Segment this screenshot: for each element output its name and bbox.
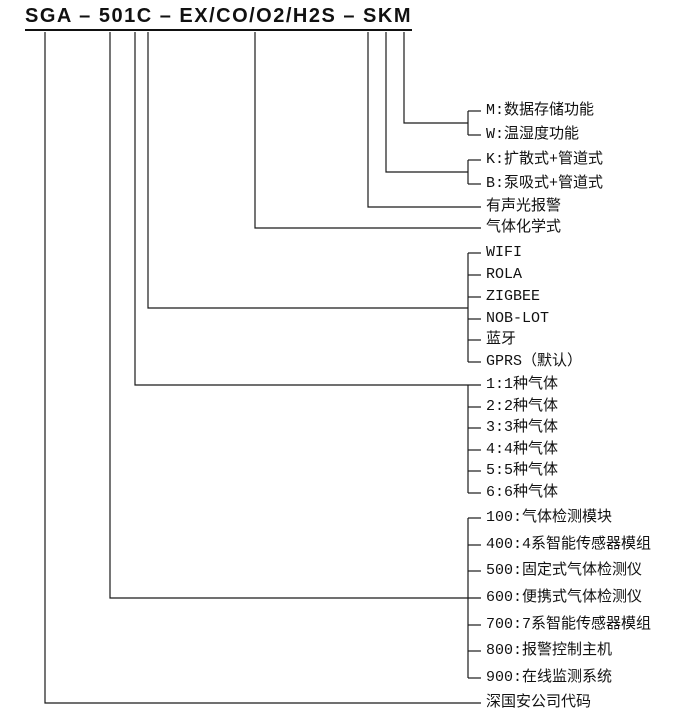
legend-gprs-default: GPRS（默认） bbox=[486, 353, 583, 370]
legend-series-100: 100:气体检测模块 bbox=[486, 509, 613, 526]
branch-alarm bbox=[367, 32, 481, 208]
legend-company-code: 深国安公司代码 bbox=[486, 694, 592, 711]
branch-function-option bbox=[403, 32, 481, 136]
model-code-title: SGA – 501C – EX/CO/O2/H2S – SKM bbox=[25, 5, 412, 31]
legend-gas-count-6: 6:6种气体 bbox=[486, 484, 559, 501]
branch-gas-formula bbox=[254, 32, 481, 229]
legend-gas-count-2: 2:2种气体 bbox=[486, 398, 559, 415]
legend-gas-count-1: 1:1种气体 bbox=[486, 376, 559, 393]
legend-b-pump-duct: B:泵吸式+管道式 bbox=[486, 175, 604, 192]
branch-connectivity bbox=[147, 32, 481, 363]
legend-series-600: 600:便携式气体检测仪 bbox=[486, 589, 643, 606]
legend-w-temp-humidity: W:温湿度功能 bbox=[486, 126, 580, 143]
legend-series-900: 900:在线监测系统 bbox=[486, 669, 613, 686]
legend-m-data-storage: M:数据存储功能 bbox=[486, 102, 595, 119]
legend-gas-chemical-formula: 气体化学式 bbox=[486, 219, 562, 236]
branch-gas-count bbox=[134, 32, 481, 494]
legend-bluetooth: 蓝牙 bbox=[486, 331, 517, 348]
legend-gas-count-3: 3:3种气体 bbox=[486, 419, 559, 436]
legend-k-diffusion-duct: K:扩散式+管道式 bbox=[486, 151, 604, 168]
legend-sound-light-alarm: 有声光报警 bbox=[486, 198, 562, 215]
legend-gas-count-4: 4:4种气体 bbox=[486, 441, 559, 458]
branch-series bbox=[109, 32, 481, 679]
legend-nob-lot: NOB-LOT bbox=[486, 310, 550, 327]
legend-series-500: 500:固定式气体检测仪 bbox=[486, 562, 643, 579]
legend-gas-count-5: 5:5种气体 bbox=[486, 462, 559, 479]
branch-company-code bbox=[44, 32, 481, 704]
branch-sampling-type bbox=[385, 32, 481, 185]
legend-zigbee: ZIGBEE bbox=[486, 288, 541, 305]
legend-rola: ROLA bbox=[486, 266, 523, 283]
legend-wifi: WIFI bbox=[486, 244, 523, 261]
legend-series-800: 800:报警控制主机 bbox=[486, 642, 613, 659]
legend-series-400: 400:4系智能传感器模组 bbox=[486, 536, 652, 553]
legend-series-700: 700:7系智能传感器模组 bbox=[486, 616, 652, 633]
